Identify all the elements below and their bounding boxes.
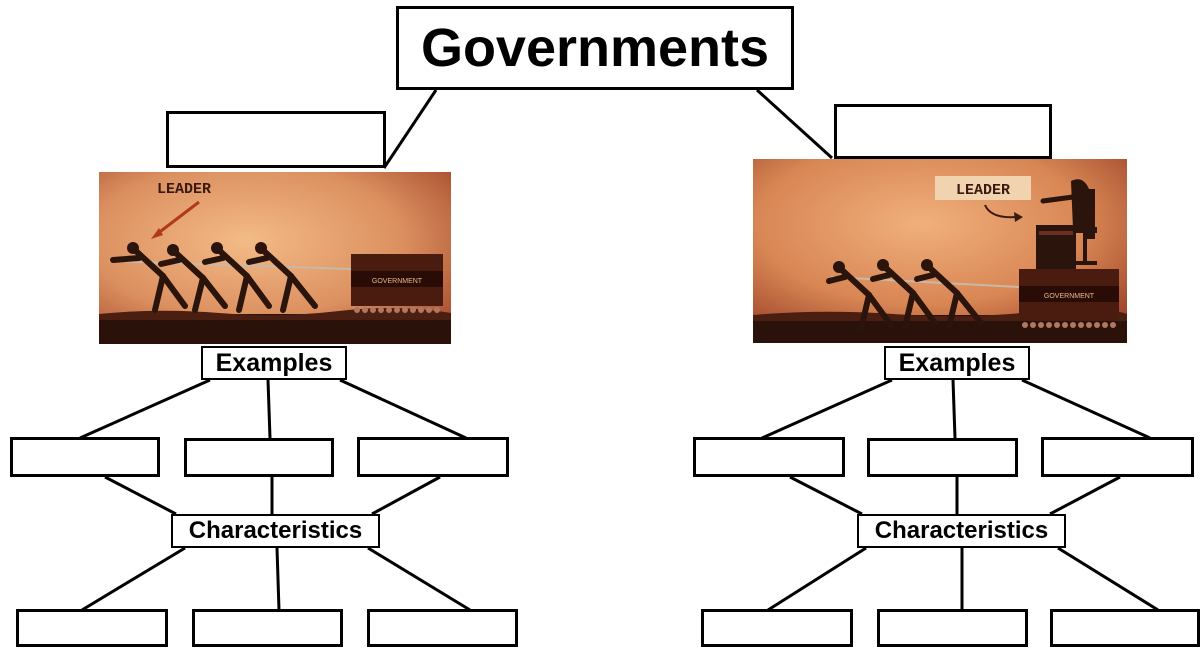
right-government-illustration: LEADER xyxy=(753,159,1127,343)
left-characteristics-label: Characteristics xyxy=(171,514,380,548)
right-example-box-2[interactable] xyxy=(867,438,1018,477)
diagram-title: Governments xyxy=(396,6,794,90)
leader-figure xyxy=(110,242,188,313)
left-crate-label: GOVERNMENT xyxy=(372,278,423,285)
right-leader-label: LEADER xyxy=(956,182,1010,199)
right-characteristic-box-1[interactable] xyxy=(701,609,853,647)
right-characteristic-box-3[interactable] xyxy=(1050,609,1200,647)
left-characteristic-box-3[interactable] xyxy=(367,609,518,647)
right-characteristic-box-2[interactable] xyxy=(877,609,1028,647)
left-example-box-1[interactable] xyxy=(10,437,160,477)
right-examples-label: Examples xyxy=(884,346,1030,380)
right-crate-label: GOVERNMENT xyxy=(1044,293,1095,300)
right-characteristics-label: Characteristics xyxy=(857,514,1066,548)
left-examples-label: Examples xyxy=(201,346,347,380)
left-leader-label: LEADER xyxy=(157,181,211,198)
left-characteristic-box-2[interactable] xyxy=(192,609,343,647)
left-government-illustration: LEADER xyxy=(99,172,451,344)
right-example-box-1[interactable] xyxy=(693,437,845,477)
left-example-box-3[interactable] xyxy=(357,437,509,477)
right-heading-box[interactable] xyxy=(834,104,1052,159)
right-example-box-3[interactable] xyxy=(1041,437,1194,477)
left-heading-box[interactable] xyxy=(166,111,386,168)
left-characteristic-box-1[interactable] xyxy=(16,609,168,647)
left-example-box-2[interactable] xyxy=(184,438,334,477)
